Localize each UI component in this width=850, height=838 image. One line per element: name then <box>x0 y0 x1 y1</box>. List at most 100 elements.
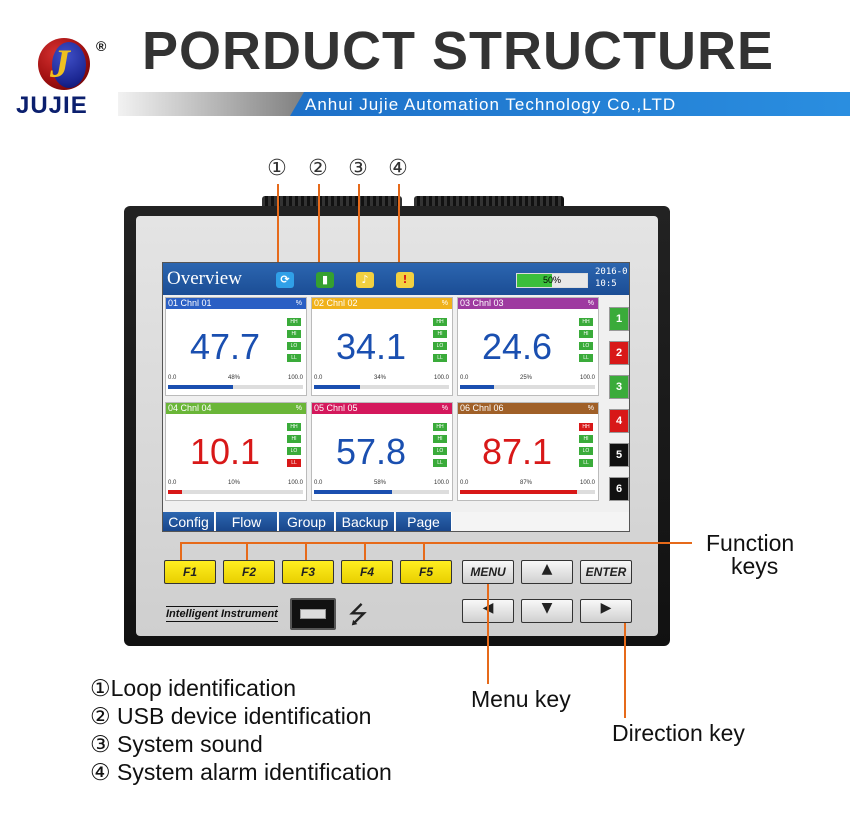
channel-number: 03 <box>460 298 471 308</box>
tab-group[interactable]: Group <box>279 512 335 531</box>
side-button-4[interactable]: 4 <box>609 409 629 433</box>
channel-bar-fill <box>168 385 233 389</box>
tab-page[interactable]: Page <box>396 512 452 531</box>
scale-max: 100.0 <box>287 375 303 381</box>
page-title: PORDUCT STRUCTURE <box>142 21 774 81</box>
limit-indicator: HH <box>433 318 447 326</box>
scale-min: 0.0 <box>460 480 469 486</box>
scale-max: 100.0 <box>579 375 595 381</box>
channel-unit: % <box>441 300 448 307</box>
f3-key[interactable]: F3 <box>282 560 334 584</box>
limit-indicator: LL <box>287 459 301 467</box>
channel-bar <box>168 385 303 389</box>
legend-item-sound: ③ System sound <box>90 731 263 757</box>
brand-name: JUJIE <box>16 92 88 119</box>
limit-indicator: LL <box>433 354 447 362</box>
limit-indicator: LO <box>287 447 301 455</box>
right-key[interactable]: ▶ <box>580 599 632 623</box>
loop-icon[interactable]: ⟳ <box>276 272 294 288</box>
channel-tab: 05 Chnl 05% <box>312 403 452 414</box>
limit-indicator: HI <box>579 330 593 338</box>
usb-device-icon[interactable]: ▮ <box>316 272 334 288</box>
limit-indicator: HH <box>579 423 593 431</box>
side-button-1[interactable]: 1 <box>609 307 629 331</box>
menu-key[interactable]: MENU <box>462 560 514 584</box>
display-screen[interactable]: Overview ⟳ ▮ ♪ ! 50% 2016-0 10:5 01 Chnl… <box>162 262 630 532</box>
limit-indicator: LL <box>579 354 593 362</box>
channel-bar <box>314 385 449 389</box>
tab-flow[interactable]: Flow <box>216 512 278 531</box>
channel-value: 10.1 <box>189 431 261 472</box>
channel-name: Chnl 05 <box>326 403 358 413</box>
scale-max: 100.0 <box>433 375 449 381</box>
channel-value: 47.7 <box>189 326 261 367</box>
channel-bar-fill <box>168 490 182 494</box>
f5-key[interactable]: F5 <box>400 560 452 584</box>
legend-item-loop: ①Loop identification <box>90 675 297 701</box>
f1-key[interactable]: F1 <box>164 560 216 584</box>
channel-number: 05 <box>314 403 325 413</box>
channel-value: 87.1 <box>481 431 553 472</box>
logo-blue-sphere <box>52 42 86 88</box>
channel-tab: 03 Chnl 03% <box>458 298 598 309</box>
limit-indicator: LO <box>579 447 593 455</box>
battery-label: 50% <box>542 275 561 285</box>
enter-key[interactable]: ENTER <box>580 560 632 584</box>
side-button-5[interactable]: 5 <box>609 443 629 467</box>
channel-bar <box>460 490 595 494</box>
battery-indicator: 50% <box>516 273 588 288</box>
channel-unit: % <box>295 405 302 412</box>
limit-indicator: HH <box>579 318 593 326</box>
sound-icon[interactable]: ♪ <box>356 272 374 288</box>
logo-letter: J <box>50 41 70 86</box>
header-band-blue <box>290 92 850 116</box>
screen-title: Overview <box>167 268 242 289</box>
limit-indicator: HI <box>579 435 593 443</box>
marker-1-line <box>277 184 279 272</box>
side-button-3[interactable]: 3 <box>609 375 629 399</box>
f1-tick <box>180 542 182 560</box>
function-keys-callout-line <box>180 542 692 544</box>
registered-mark: ® <box>96 38 107 54</box>
usb-port[interactable] <box>290 598 336 630</box>
down-key[interactable]: ▼ <box>521 599 573 623</box>
channel-bar-fill <box>314 490 393 494</box>
limit-indicator: HI <box>287 330 301 338</box>
side-button-6[interactable]: 6 <box>609 477 629 501</box>
f2-key[interactable]: F2 <box>223 560 275 584</box>
channel-bar-fill <box>460 385 494 389</box>
direction-key-callout-line <box>624 623 626 718</box>
channel-name: Chnl 02 <box>326 298 358 308</box>
channel-tab: 04 Chnl 04% <box>166 403 306 414</box>
limit-indicator: HI <box>433 330 447 338</box>
marker-2: ② <box>308 156 328 181</box>
limit-indicator: LO <box>579 342 593 350</box>
company-name: Anhui Jujie Automation Technology Co.,LT… <box>305 95 677 114</box>
up-key[interactable]: ▲ <box>521 560 573 584</box>
tab-backup[interactable]: Backup <box>336 512 395 531</box>
channel-unit: % <box>441 405 448 412</box>
scale-min: 0.0 <box>314 375 323 381</box>
alarm-icon[interactable]: ! <box>396 272 414 288</box>
channel-number: 02 <box>314 298 325 308</box>
f4-key[interactable]: F4 <box>341 560 393 584</box>
screen-time: 2016-0 10:5 <box>595 267 628 289</box>
jujie-logo: J <box>28 28 108 118</box>
tab-config[interactable]: Config <box>163 512 215 531</box>
f2-tick <box>246 542 248 560</box>
scale-max: 100.0 <box>433 480 449 486</box>
side-button-2[interactable]: 2 <box>609 341 629 365</box>
usb-icon: ⭍ <box>348 601 368 629</box>
limit-indicator: HH <box>287 318 301 326</box>
scale-pct: 25% <box>520 375 533 381</box>
